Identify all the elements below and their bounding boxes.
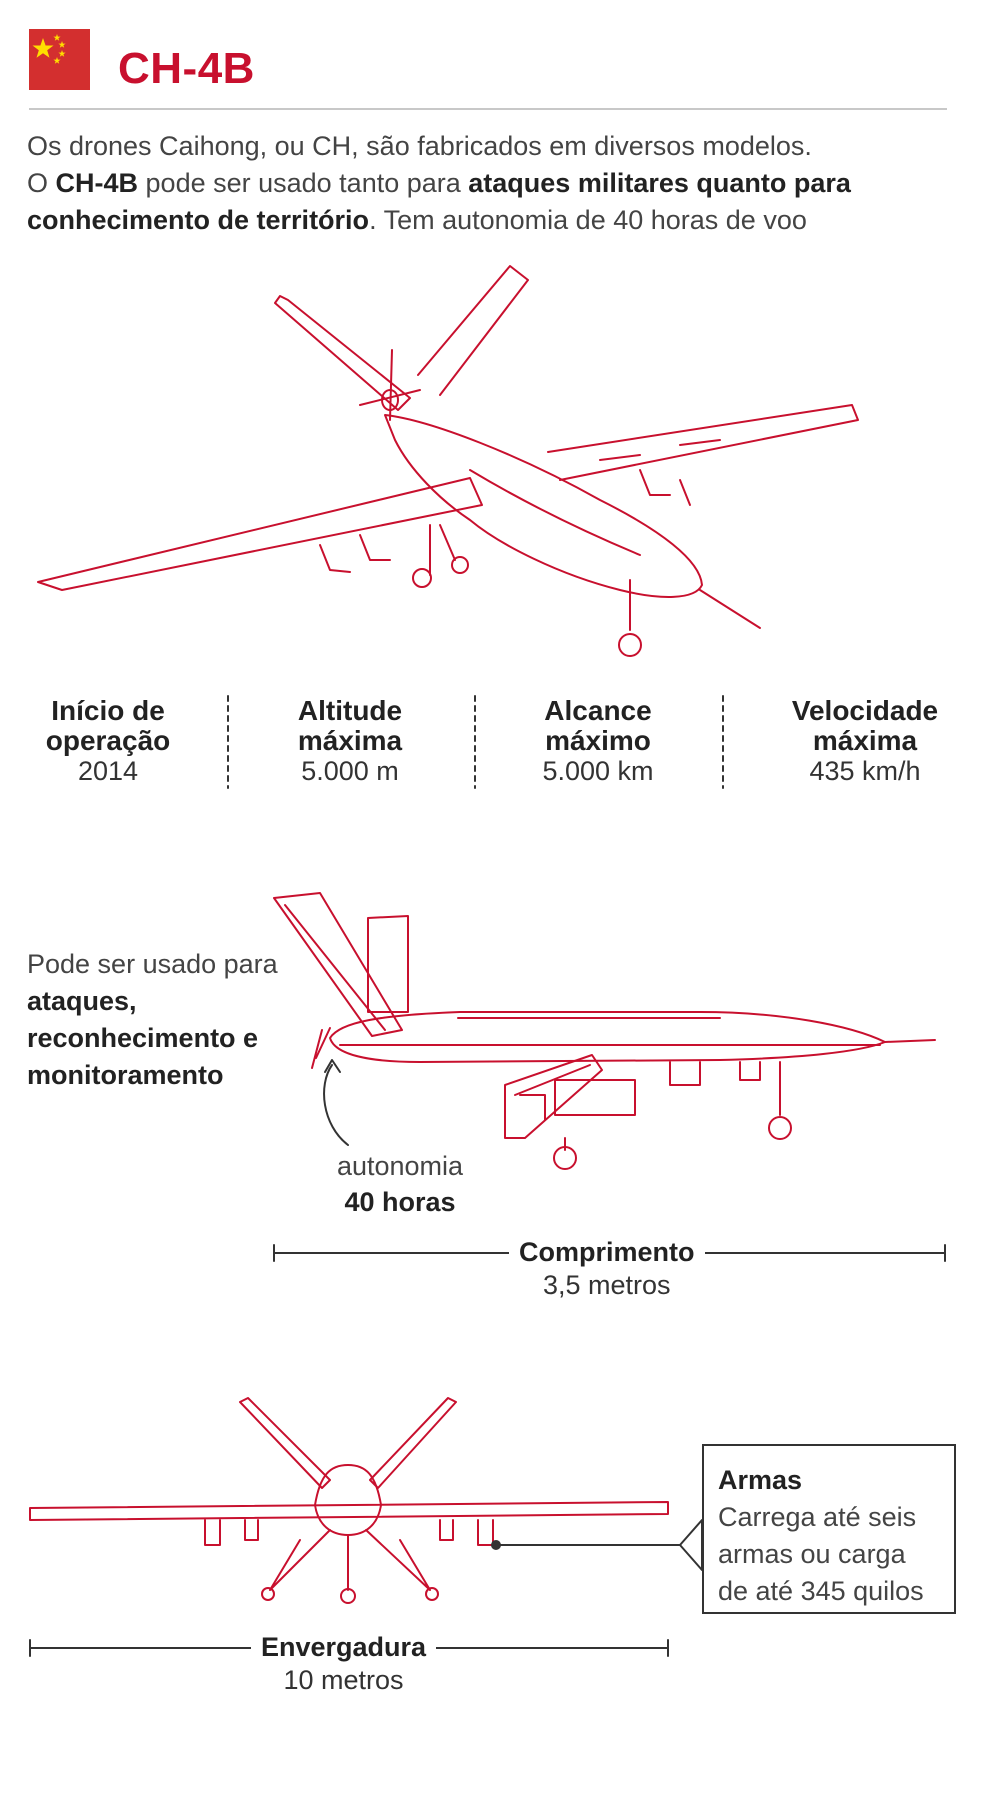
autonomia-text: autonomia xyxy=(336,1151,464,1181)
stat-label: Altitude máxima xyxy=(297,695,403,756)
left-pylon xyxy=(319,534,391,573)
usage-intro: Pode ser usado para xyxy=(27,949,278,979)
intro-text: O xyxy=(27,168,56,198)
intro-paragraph: Os drones Caihong, ou CH, são fabricados… xyxy=(27,128,967,239)
armas-callout-notch xyxy=(679,1519,703,1571)
intro-model: CH-4B xyxy=(55,168,139,198)
propeller xyxy=(359,349,421,421)
title-divider xyxy=(29,108,947,110)
flag-big-star xyxy=(32,38,54,58)
span-title: Envergadura xyxy=(261,1632,427,1662)
v-tail-left xyxy=(274,295,411,411)
main-gear xyxy=(429,524,456,576)
intro-highlight: ataques militares quanto para conhecimen… xyxy=(27,168,851,235)
autonomia-label: autonomia 40 horas xyxy=(300,1148,500,1220)
intro-line-1: Os drones Caihong, ou CH, são fabricados… xyxy=(27,131,812,161)
drone-front-view xyxy=(29,1397,669,1604)
length-title: Comprimento xyxy=(519,1237,695,1267)
front-v-tail-right xyxy=(369,1397,457,1489)
front-wheel xyxy=(261,1587,275,1601)
stat-value: 2014 xyxy=(77,756,139,786)
stat-value: 5.000 m xyxy=(301,756,399,786)
flag-small-star xyxy=(58,50,66,57)
autonomia-value: 40 horas xyxy=(344,1187,456,1217)
fuselage-side xyxy=(329,1011,886,1063)
fuselage xyxy=(384,414,703,598)
drone-side-view xyxy=(273,892,936,1170)
span-value: 10 metros xyxy=(283,1665,404,1695)
stat-velocidade: Velocidade máxima 435 km/h xyxy=(765,695,965,787)
side-propeller xyxy=(311,1027,331,1069)
front-wheel xyxy=(425,1587,439,1601)
page-title: CH-4B xyxy=(118,44,255,93)
stat-label: Velocidade máxima xyxy=(791,695,939,756)
nose-wheel xyxy=(618,633,642,657)
flag-small-star xyxy=(53,34,61,41)
stat-alcance: Alcance máximo 5.000 km xyxy=(498,695,698,787)
intro-text: pode ser usado tanto para xyxy=(138,168,469,198)
side-wheel xyxy=(768,1116,792,1140)
stat-value: 435 km/h xyxy=(809,756,921,786)
china-flag-icon xyxy=(29,29,90,90)
stat-altitude: Altitude máxima 5.000 m xyxy=(250,695,450,787)
prop-hub xyxy=(381,389,399,411)
fuselage-detail xyxy=(469,469,641,556)
side-sensor xyxy=(669,1061,761,1086)
vertical-stabilizer xyxy=(367,915,409,1013)
usage-highlight: ataques, reconhecimento e monitoramento xyxy=(27,986,259,1090)
intro-text: . Tem autonomia de 40 horas de voo xyxy=(369,205,807,235)
v-tail-right xyxy=(417,265,529,396)
armas-callout-box: Armas Carrega até seis armas ou carga de… xyxy=(702,1444,956,1614)
tail-fin xyxy=(273,892,403,1037)
front-wheel xyxy=(340,1588,356,1604)
drone-perspective-view xyxy=(37,265,859,657)
main-wheel xyxy=(451,556,469,574)
right-pylon xyxy=(639,469,691,506)
stat-label: Início de operação xyxy=(45,695,171,756)
right-wing-detail xyxy=(599,439,721,461)
side-nose-probe xyxy=(884,1039,936,1043)
right-wing xyxy=(547,404,859,481)
main-wheel xyxy=(412,568,432,588)
stat-value: 5.000 km xyxy=(542,756,654,786)
armas-title: Armas xyxy=(718,1465,803,1495)
probe xyxy=(699,589,761,629)
usage-text: Pode ser usado para ataques, reconhecime… xyxy=(27,946,297,1094)
armas-text: Carrega até seis armas ou carga de até 3… xyxy=(718,1502,924,1606)
length-label: Comprimento 3,5 metros xyxy=(509,1236,705,1302)
span-label: Envergadura 10 metros xyxy=(251,1631,437,1697)
stat-inicio: Início de operação 2014 xyxy=(8,695,208,787)
front-wing xyxy=(29,1501,669,1521)
front-fuselage xyxy=(314,1464,382,1536)
front-gear xyxy=(269,1529,431,1591)
side-wheel xyxy=(553,1146,577,1170)
side-wing xyxy=(504,1054,603,1139)
flag-small-star xyxy=(53,57,61,64)
front-v-tail-left xyxy=(239,1397,331,1489)
front-pods xyxy=(204,1519,494,1546)
stat-label: Alcance máximo xyxy=(544,695,652,756)
left-wing xyxy=(37,477,483,591)
side-wing-detail xyxy=(514,1064,591,1096)
autonomia-arrow xyxy=(323,1064,349,1146)
autonomia-arrowhead xyxy=(324,1059,341,1073)
length-value: 3,5 metros xyxy=(542,1270,671,1300)
side-pods xyxy=(519,1079,636,1121)
flag-small-star xyxy=(58,41,66,48)
